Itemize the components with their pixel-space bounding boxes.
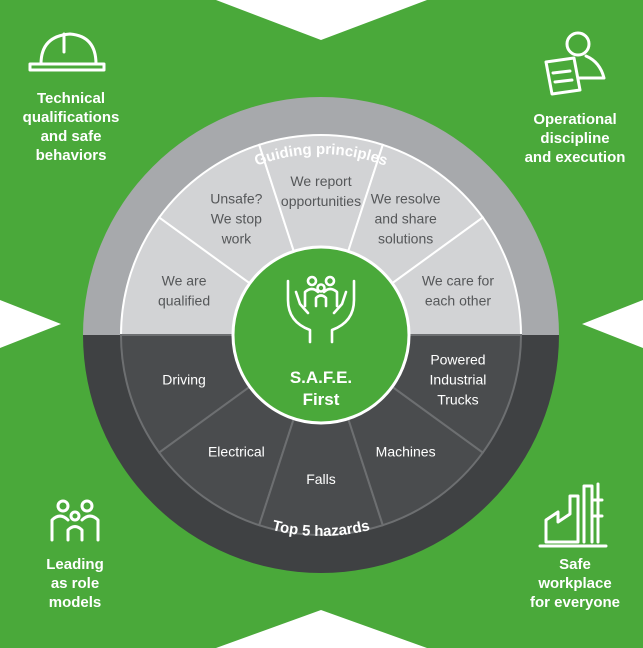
ring-bottom	[83, 335, 559, 573]
principle-text-line: Unsafe?	[210, 191, 262, 207]
notch-top	[216, 0, 427, 40]
principle-text-line: each other	[425, 293, 491, 309]
corner-label-top-right: Operational discipline and execution	[524, 111, 626, 166]
people-group-icon	[50, 499, 100, 542]
corner-label-top-left: Technical qualifications and safe behavi…	[22, 90, 120, 164]
hazard-text-line: Trucks	[437, 391, 478, 407]
hazard-text-line: Powered	[430, 351, 485, 367]
corner-label-bottom-right: Safe workplace for everyone	[529, 556, 621, 611]
hands-holding-people-icon	[286, 275, 356, 344]
principle-text-line: work	[221, 231, 253, 247]
hard-hat-icon	[28, 32, 106, 72]
center-title-line2: First	[303, 390, 340, 409]
principle-text-line: solutions	[378, 231, 433, 247]
principle-text-line: and share	[375, 211, 437, 227]
principle-text-line: We stop	[211, 211, 262, 227]
ring-top	[83, 97, 559, 335]
center-title-line1: S.A.F.E.	[290, 368, 352, 387]
principle-text-line: qualified	[158, 293, 210, 309]
hazard-text-line: Falls	[306, 471, 336, 487]
ring-bottom-title: Top 5 hazards	[271, 517, 372, 540]
hazard-text-line: Machines	[376, 443, 436, 459]
notch-bottom	[216, 610, 427, 648]
factory-icon	[538, 482, 608, 548]
hazard-text-line: Driving	[162, 371, 206, 387]
principle-text-line: opportunities	[281, 193, 361, 209]
principle-text-line: We care for	[422, 273, 494, 289]
hazard-text-line: Industrial	[430, 371, 487, 387]
principle-text-line: We resolve	[371, 191, 441, 207]
center-circle	[231, 245, 411, 425]
hazard-text-line: Electrical	[208, 443, 265, 459]
clipboard-person-icon	[544, 31, 606, 96]
principle-text-line: We report	[290, 173, 351, 189]
principle-text-line: We are	[162, 273, 207, 289]
corner-label-bottom-left: Leading as role models	[46, 556, 104, 611]
